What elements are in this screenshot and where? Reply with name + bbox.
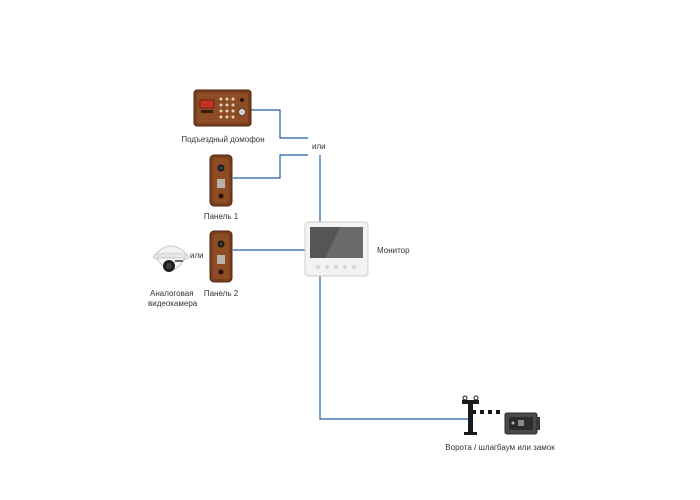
camera-label-line1: Аналоговая <box>150 289 194 298</box>
wire-monitor-to-gate <box>319 276 470 420</box>
lock-icon <box>504 412 540 435</box>
intercom-device-icon <box>193 89 252 127</box>
camera-label-line2: видеокамера <box>148 299 198 308</box>
or-label-left: или <box>190 251 204 260</box>
monitor-label: Монитор <box>377 246 410 255</box>
barrier-gate-icon <box>462 395 500 435</box>
wire-panel1 <box>233 154 308 179</box>
monitor-device-icon <box>304 221 369 277</box>
panel2-device-icon <box>209 230 233 283</box>
gate-label: Ворота / шлагбаум или замок <box>445 443 555 452</box>
wire-intercom <box>251 109 308 139</box>
panel2-label: Панель 2 <box>203 289 239 298</box>
wires <box>233 109 470 420</box>
dome-camera-icon <box>152 245 190 272</box>
or-label-top: или <box>312 142 326 151</box>
intercom-label: Подъездный домофон <box>181 135 265 144</box>
panel1-device-icon <box>209 154 233 207</box>
panel1-label: Панель 1 <box>203 212 239 221</box>
